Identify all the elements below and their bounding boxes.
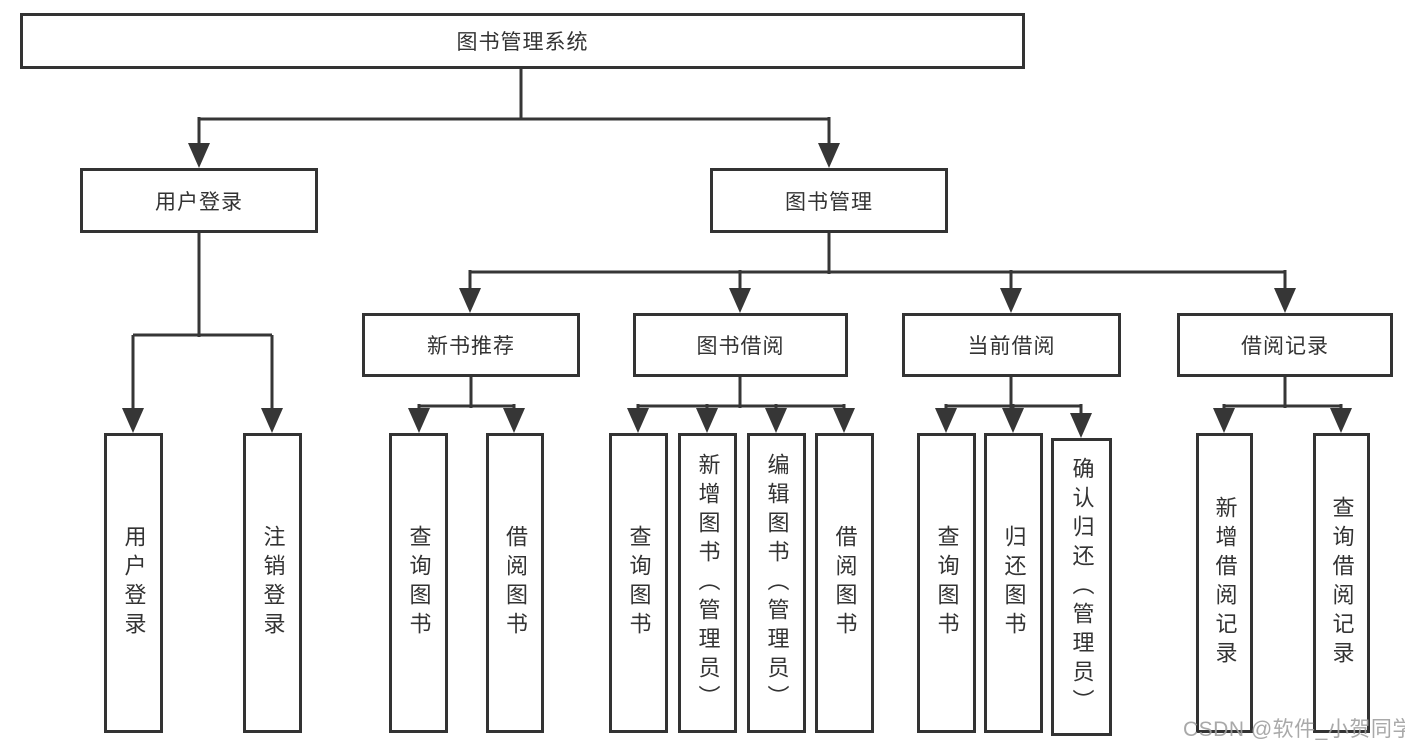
node-label: 借阅图书 (503, 525, 528, 641)
node-label: 新书推荐 (427, 335, 515, 358)
node-label: 查询图书 (934, 525, 960, 641)
node-book-management: 图书管理 (710, 168, 948, 233)
csdn-watermark: CSDN @软件_小贺同学 (1183, 718, 1405, 741)
node-new-book-recommend: 新书推荐 (362, 313, 580, 377)
leaf-query-borrow-record: 查询借阅记录 (1313, 433, 1370, 733)
node-borrow-records: 借阅记录 (1177, 313, 1393, 377)
node-label: 新增图书（管理员） (695, 452, 721, 714)
leaf-confirm-return-admin: 确认归还（管理员） (1051, 438, 1112, 736)
node-current-borrowing: 当前借阅 (902, 313, 1121, 377)
node-library-management-system: 图书管理系统 (20, 13, 1025, 69)
node-book-borrowing: 图书借阅 (633, 313, 848, 377)
leaf-borrow-books-borrowing: 借阅图书 (815, 433, 874, 733)
node-label: 借阅图书 (832, 525, 858, 641)
node-user-login: 用户登录 (80, 168, 318, 233)
node-label: 新增借阅记录 (1212, 496, 1238, 670)
leaf-return-books: 归还图书 (984, 433, 1043, 733)
node-label: 用户登录 (155, 190, 243, 214)
leaf-query-books-recommend: 查询图书 (389, 433, 448, 733)
node-label: 借阅记录 (1241, 335, 1329, 358)
node-label: 查询图书 (406, 525, 432, 641)
leaf-borrow-books-recommend: 借阅图书 (486, 433, 544, 733)
leaf-add-books-admin: 新增图书（管理员） (678, 433, 737, 733)
leaf-query-books-borrowing: 查询图书 (609, 433, 668, 733)
leaf-logout: 注销登录 (243, 433, 302, 733)
node-label: 图书管理系统 (456, 31, 589, 54)
node-label: 编辑图书（管理员） (764, 452, 790, 714)
node-label: 查询借阅记录 (1329, 496, 1355, 670)
node-label: 确认归还（管理员） (1069, 456, 1095, 718)
node-label: 当前借阅 (967, 335, 1056, 358)
leaf-add-borrow-record: 新增借阅记录 (1196, 433, 1253, 733)
node-label: 查询图书 (626, 525, 652, 641)
leaf-user-login: 用户登录 (104, 433, 163, 733)
node-label: 用户登录 (121, 525, 147, 641)
leaf-edit-books-admin: 编辑图书（管理员） (747, 433, 806, 733)
node-label: 注销登录 (260, 525, 286, 641)
leaf-query-books-current: 查询图书 (917, 433, 976, 733)
node-label: 归还图书 (1001, 525, 1027, 641)
node-label: 图书借阅 (696, 335, 785, 358)
node-label: 图书管理 (785, 190, 873, 214)
